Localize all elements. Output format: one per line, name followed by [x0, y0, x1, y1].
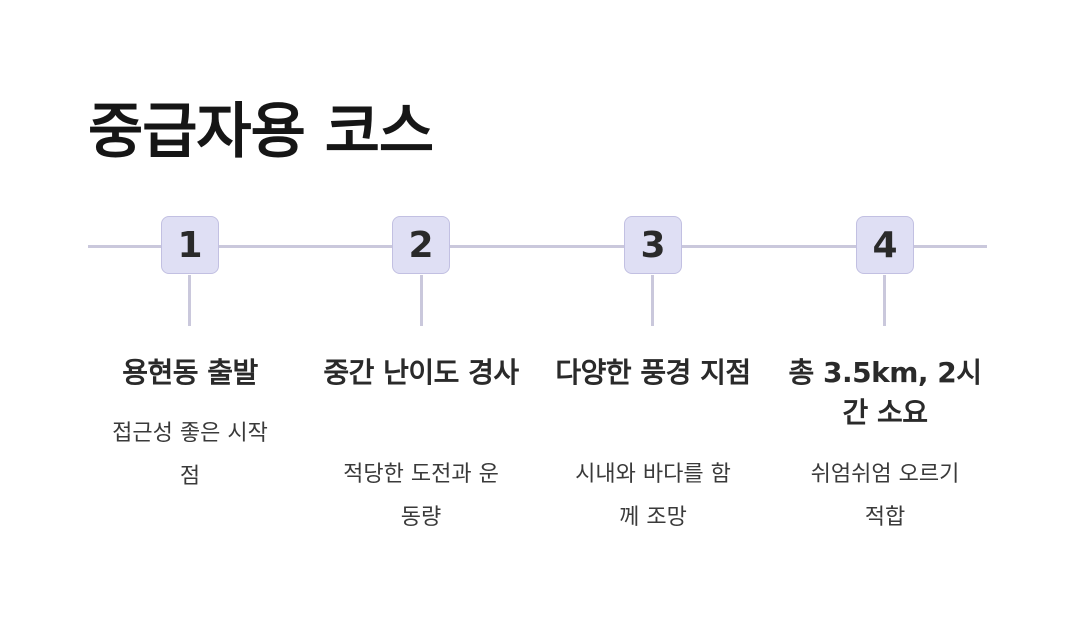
step-4-description: 쉬엄쉬엄 오르기 적합: [810, 462, 960, 530]
step-1-number-badge: 1: [161, 216, 219, 274]
step-3-connector: [651, 275, 654, 326]
step-2-number-badge: 2: [392, 216, 450, 274]
timeline-line: [88, 245, 987, 248]
step-2-description: 적당한 도전과 운동량: [343, 462, 499, 530]
step-3-title: 다양한 풍경 지점: [555, 356, 751, 389]
step-3-number-badge: 3: [624, 216, 682, 274]
step-2-connector: [420, 275, 423, 326]
page-title: 중급자용 코스: [88, 97, 434, 167]
step-1-description: 접근성 좋은 시작점: [112, 421, 268, 489]
step-3-description: 시내와 바다를 함께 조망: [575, 462, 731, 530]
step-4-number-badge: 4: [856, 216, 914, 274]
step-4-connector: [883, 275, 886, 326]
step-1-connector: [188, 275, 191, 326]
step-2-title: 중간 난이도 경사: [323, 356, 519, 389]
step-1-title: 용현동 출발: [122, 356, 258, 389]
step-4-title: 총 3.5km, 2시간 소요: [788, 356, 982, 429]
